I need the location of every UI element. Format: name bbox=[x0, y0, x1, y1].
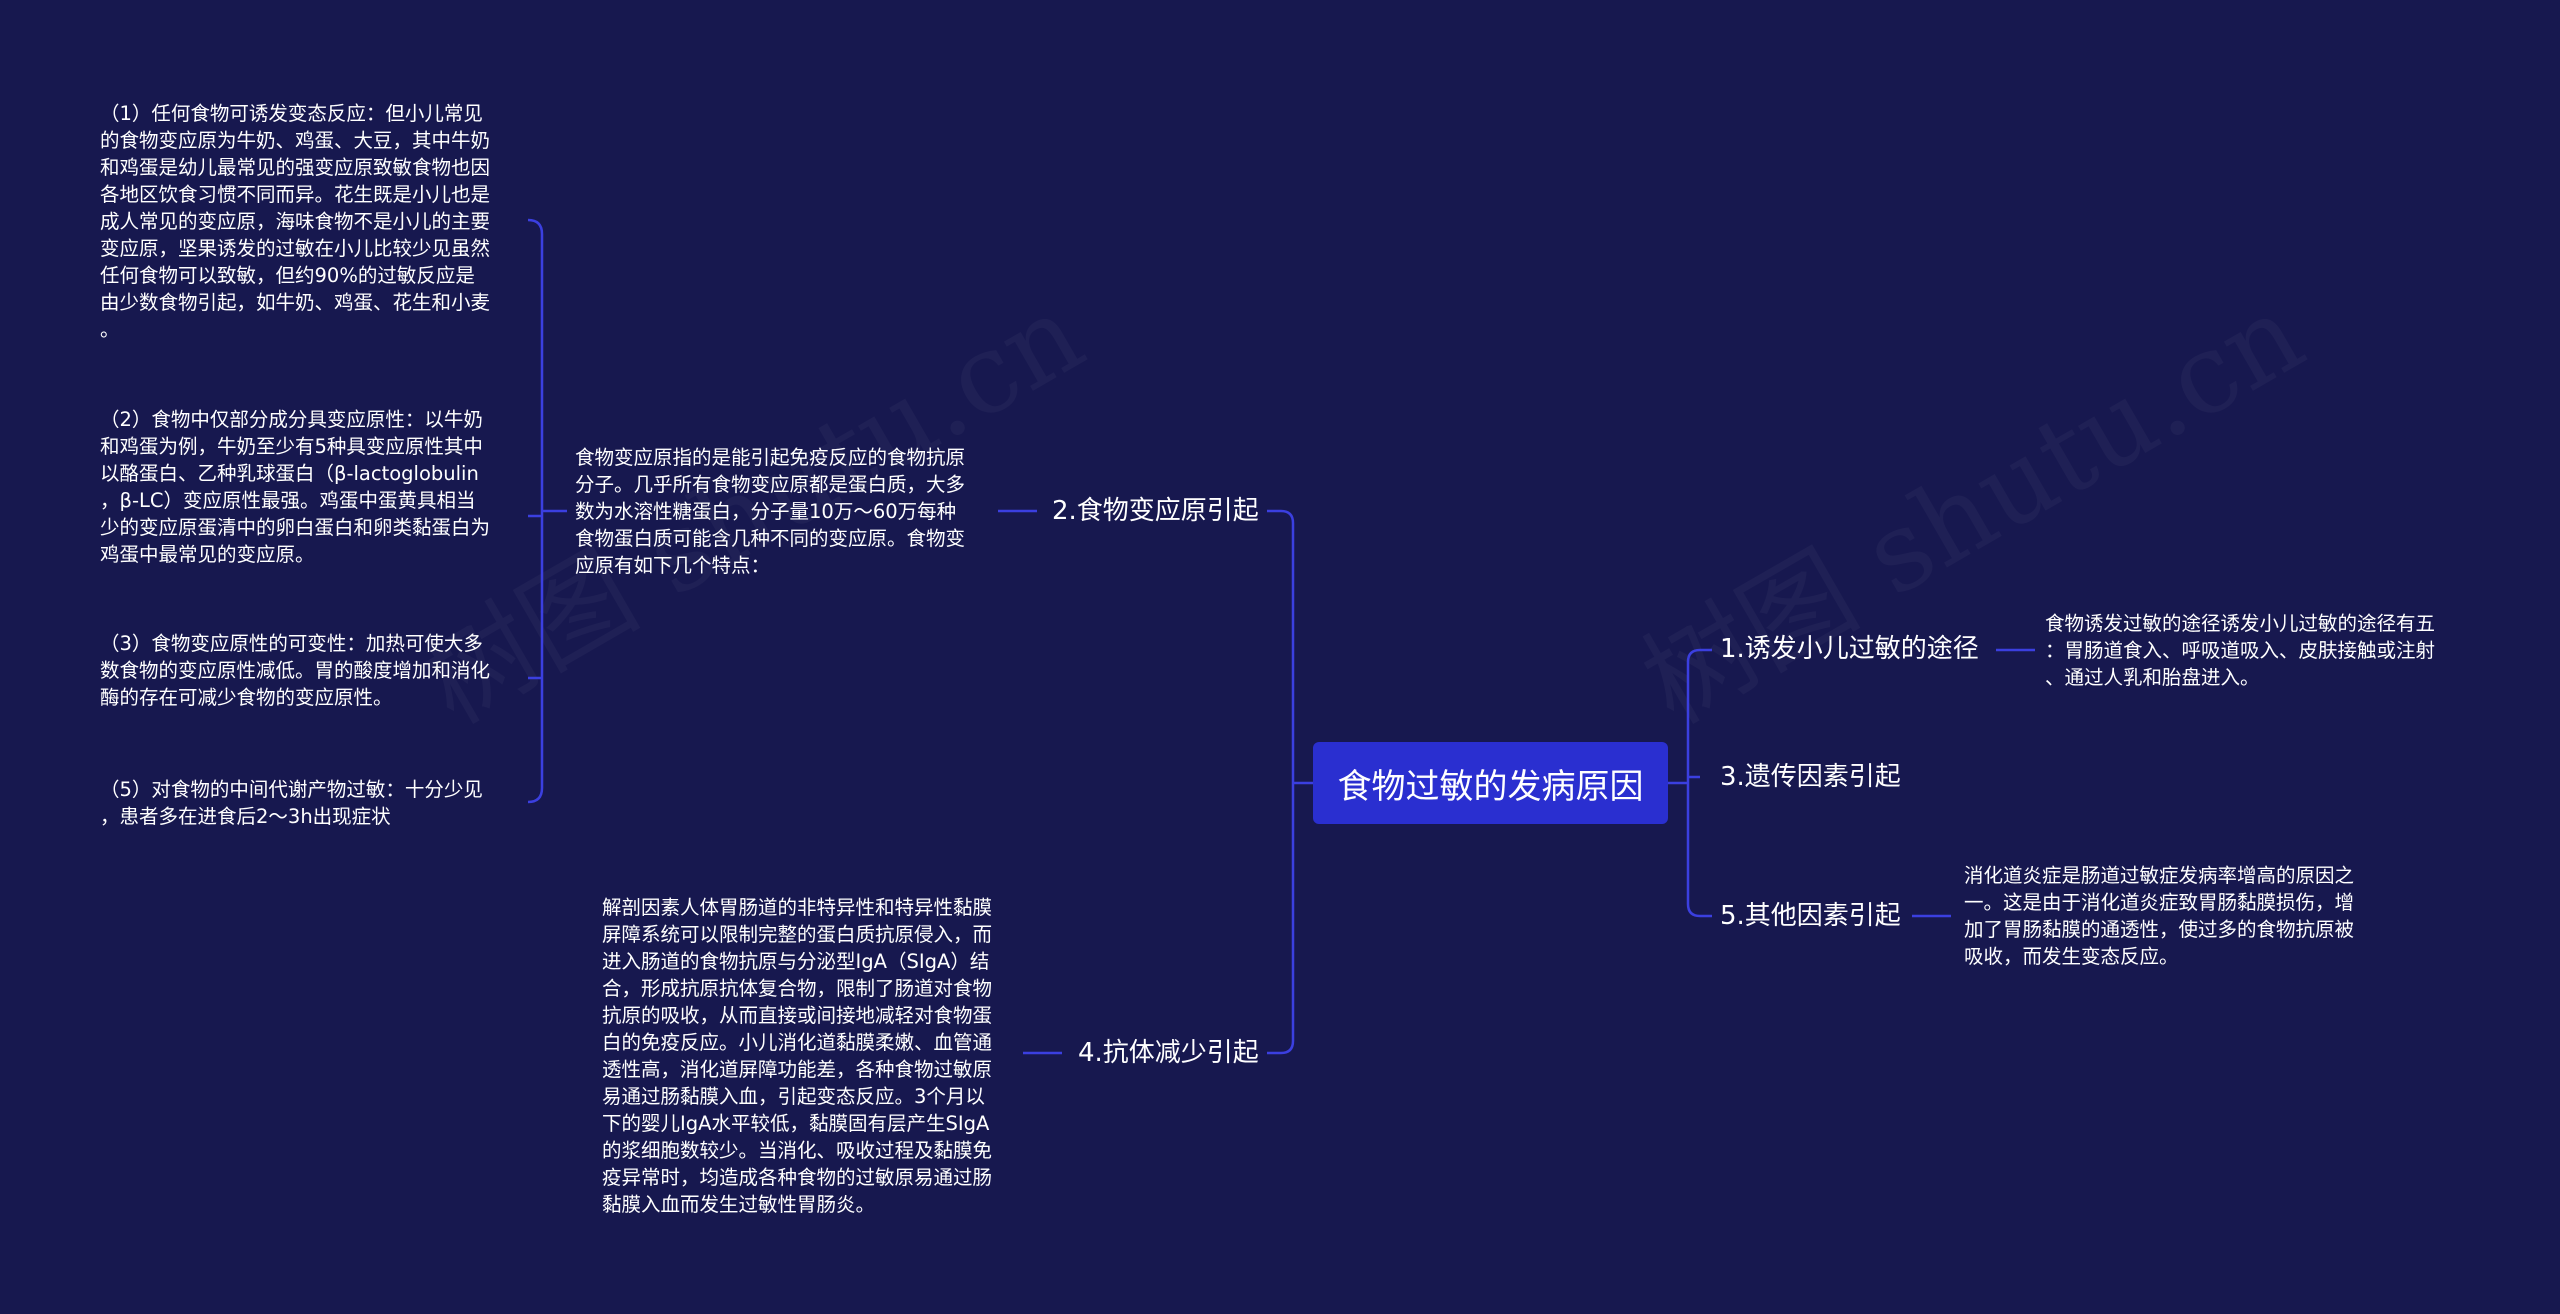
branch-label: 4.抗体减少引起 bbox=[1078, 1038, 1259, 1068]
root-label: 食物过敏的发病原因 bbox=[1337, 766, 1644, 807]
branch-5-note: 消化道炎症是肠道过敏症发病率增高的原因之 一。这是由于消化道炎症致胃肠黏膜损伤，… bbox=[1964, 864, 2355, 968]
connector bbox=[1686, 648, 1701, 918]
branch-node-2[interactable]: 2.食物变应原引起 bbox=[1052, 496, 1259, 526]
branch-node-3[interactable]: 3.遗传因素引起 bbox=[1720, 762, 1901, 792]
child-note-3: （3）食物变应原性的可变性：加热可使大多 数食物的变应原性减低。胃的酸度增加和消… bbox=[100, 632, 491, 709]
branch-node-5[interactable]: 5.其他因素引起 bbox=[1720, 901, 1901, 931]
child-note-2: （2）食物中仅部分成分具变应原性：以牛奶 和鸡蛋为例，牛奶至少有5种具变应原性其… bbox=[100, 408, 491, 566]
branch-label: 3.遗传因素引起 bbox=[1720, 762, 1901, 792]
branch-label: 2.食物变应原引起 bbox=[1052, 496, 1259, 526]
branch-2-note: 食物变应原指的是能引起免疫反应的食物抗原 分子。几乎所有食物变应原都是蛋白质，大… bbox=[575, 446, 966, 577]
branch-label: 1.诱发小儿过敏的途径 bbox=[1720, 634, 1979, 664]
connector bbox=[1280, 509, 1295, 1055]
root-node[interactable]: 食物过敏的发病原因 bbox=[1313, 742, 1668, 824]
child-note-1: （1）任何食物可诱发变态反应：但小儿常见 的食物变应原为牛奶、鸡蛋、大豆，其中牛… bbox=[100, 102, 491, 341]
branch-label: 5.其他因素引起 bbox=[1720, 901, 1901, 931]
branch-node-1[interactable]: 1.诱发小儿过敏的途径 bbox=[1720, 634, 1979, 664]
connector bbox=[527, 218, 544, 804]
child-note-4: （5）对食物的中间代谢产物过敏：十分少见 ，患者多在进食后2～3h出现症状 bbox=[100, 778, 483, 828]
branch-4-note: 解剖因素人体胃肠道的非特异性和特异性黏膜 屏障系统可以限制完整的蛋白质抗原侵入，… bbox=[602, 896, 993, 1216]
branch-1-note: 食物诱发过敏的途径诱发小儿过敏的途径有五 ：胃肠道食入、呼吸道吸入、皮肤接触或注… bbox=[2045, 612, 2436, 689]
branch-node-4[interactable]: 4.抗体减少引起 bbox=[1078, 1038, 1259, 1068]
